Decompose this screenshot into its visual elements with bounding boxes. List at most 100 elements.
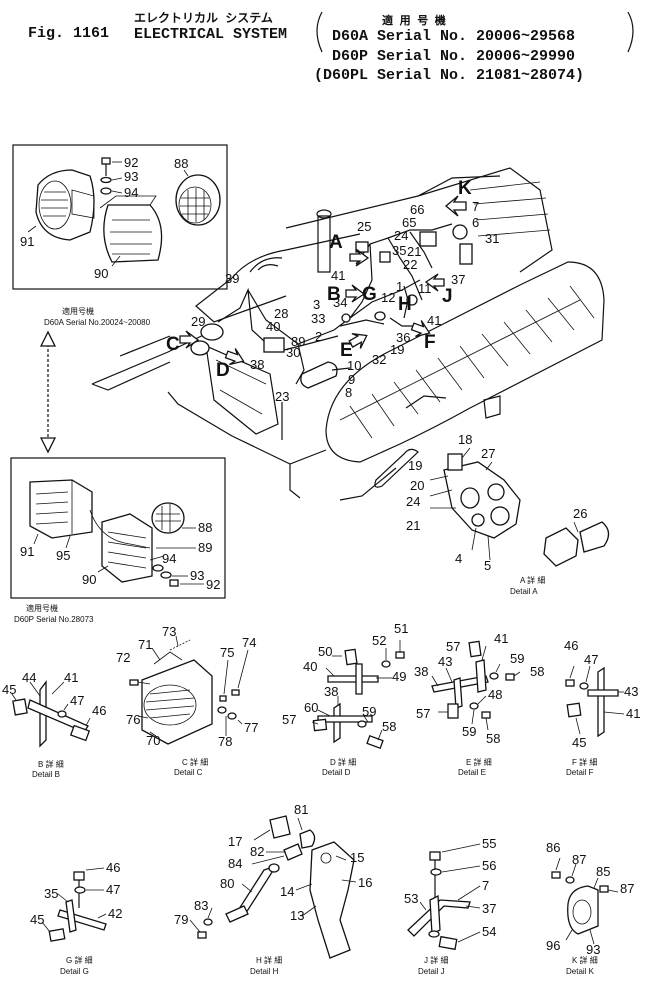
main-part-label: 3 <box>313 297 320 312</box>
view-letter-k: K <box>458 178 472 199</box>
serial-d60a: D60A Serial No. 20006~29568 <box>332 28 575 45</box>
detail-c-label: 70 <box>146 733 160 748</box>
detail-e-label: 43 <box>438 654 452 669</box>
detail-b-label: 45 <box>2 682 16 697</box>
view-letter-j: J <box>442 286 453 307</box>
serial-d60p: D60P Serial No. 20006~29990 <box>332 48 575 65</box>
detail-c-label: 77 <box>244 720 258 735</box>
part-label-95-b: 95 <box>56 548 70 563</box>
detail-j-label: 7 <box>482 878 489 893</box>
part-label-94: 94 <box>124 185 138 200</box>
main-part-label: 27 <box>481 446 495 461</box>
view-arrows <box>179 195 467 366</box>
detail-a-caption-jp: A 詳 細 <box>520 575 545 585</box>
inset-top: 92 93 94 88 91 90 適用号機 D60A Serial No.20… <box>12 144 228 327</box>
part-label-89-b: 89 <box>198 540 212 555</box>
detail-d-caption-jp: D 詳 細 <box>330 757 356 767</box>
view-letter-e: E <box>340 340 353 361</box>
detail-j-label: 53 <box>404 891 418 906</box>
detail-j-label: 54 <box>482 924 496 939</box>
detail-k-label: 85 <box>596 864 610 879</box>
part-label-90: 90 <box>94 266 108 281</box>
detail-j: 55 56 7 53 37 54 J 詳 細 Detail J <box>404 836 496 976</box>
header: Fig. 1161 エレクトリカル システム ELECTRICAL SYSTEM… <box>28 11 634 84</box>
part-label-92: 92 <box>124 155 138 170</box>
detail-e-caption: Detail E <box>458 768 486 777</box>
detail-e-label: 59 <box>510 651 524 666</box>
detail-j-caption-jp: J 詳 細 <box>424 955 448 965</box>
detail-h-label: 14 <box>280 884 294 899</box>
part-label-93-b: 93 <box>190 568 204 583</box>
main-part-label: 36 <box>396 330 410 345</box>
main-part-label: 33 <box>311 311 325 326</box>
part-label-90-b: 90 <box>82 572 96 587</box>
detail-h-label: 81 <box>294 802 308 817</box>
guard-90 <box>99 195 163 263</box>
detail-d-label: 49 <box>392 669 406 684</box>
detail-h: 81 17 82 15 84 16 80 14 83 13 79 H 詳 細 D… <box>174 802 372 976</box>
main-part-label: 20 <box>410 478 424 493</box>
applicable-japanese: 適 用 号 機 <box>382 13 446 28</box>
main-part-label: 21 <box>406 518 420 533</box>
lamp-91-square <box>29 479 93 539</box>
detail-g-label: 46 <box>106 860 120 875</box>
detail-h-label: 79 <box>174 912 188 927</box>
detail-e: 57 41 38 43 59 48 58 57 59 58 E 詳 細 Deta… <box>414 631 544 777</box>
main-part-label: 6 <box>472 215 479 230</box>
detail-g: 46 47 35 42 45 G 詳 細 Detail G <box>30 860 122 976</box>
detail-c-label: 71 <box>138 637 152 652</box>
main-part-label: 23 <box>275 389 289 404</box>
detail-e-label: 57 <box>446 639 460 654</box>
view-letter-a: A <box>329 232 343 253</box>
detail-f-label: 43 <box>624 684 638 699</box>
detail-k-caption: Detail K <box>566 967 595 976</box>
detail-a-drawing: A 詳 細 Detail A <box>429 447 610 596</box>
bolt-stack-92-94 <box>100 157 112 195</box>
detail-e-label: 58 <box>486 731 500 746</box>
detail-k-label: 93 <box>586 942 600 957</box>
detail-k-label: 87 <box>572 852 586 867</box>
detail-e-label: 38 <box>414 664 428 679</box>
inset-top-applicable: 適用号機 <box>62 306 94 316</box>
view-letter-g: G <box>362 284 377 305</box>
detail-d-label: 52 <box>372 633 386 648</box>
detail-g-caption-jp: G 詳 細 <box>66 955 93 965</box>
detail-f-label: 45 <box>572 735 586 750</box>
detail-d-label: 38 <box>324 684 338 699</box>
main-part-label: 35 <box>392 243 406 258</box>
inset-bottom-frame <box>10 457 226 599</box>
detail-b-label: 41 <box>64 670 78 685</box>
lamp-91 <box>35 169 95 241</box>
part-label-88: 88 <box>174 156 188 171</box>
detail-j-caption: Detail J <box>418 967 445 976</box>
main-part-label: 8 <box>345 385 352 400</box>
detail-b-label: 46 <box>92 703 106 718</box>
main-part-label: 22 <box>403 257 417 272</box>
detail-f-label: 41 <box>626 706 640 721</box>
detail-f: 46 47 43 41 45 F 詳 細 Detail F <box>564 638 640 777</box>
main-part-label: 10 <box>347 358 361 373</box>
detail-h-label: 83 <box>194 898 208 913</box>
detail-d-caption: Detail D <box>322 768 351 777</box>
main-part-label: 9 <box>348 372 355 387</box>
detail-c-label: 74 <box>242 635 256 650</box>
inset-bottom-applicable: 適用号機 <box>26 603 58 613</box>
detail-f-caption-jp: F 詳 細 <box>572 757 597 767</box>
main-part-label: 12 <box>381 290 395 305</box>
inset-bottom: 88 89 94 93 92 91 95 90 適用号機 D60P Serial… <box>10 457 226 624</box>
title-japanese: エレクトリカル システム <box>134 11 273 26</box>
detail-k-label: 87 <box>620 881 634 896</box>
detail-f-label: 47 <box>584 652 598 667</box>
view-letter-c: C <box>166 334 180 355</box>
detail-e-caption-jp: E 詳 細 <box>466 757 492 767</box>
part-label-91-b: 91 <box>20 544 34 559</box>
lamp-88-round <box>151 502 185 534</box>
part-label-91: 91 <box>20 234 34 249</box>
view-letter-d: D <box>216 360 230 381</box>
inset-bottom-serial: D60P Serial No.28073 <box>14 615 94 624</box>
detail-c-label: 72 <box>116 650 130 665</box>
main-part-label: 19 <box>390 342 404 357</box>
part-label-93: 93 <box>124 169 138 184</box>
detail-d: 50 52 51 40 49 38 60 59 57 58 D 詳 細 Deta… <box>282 621 408 777</box>
